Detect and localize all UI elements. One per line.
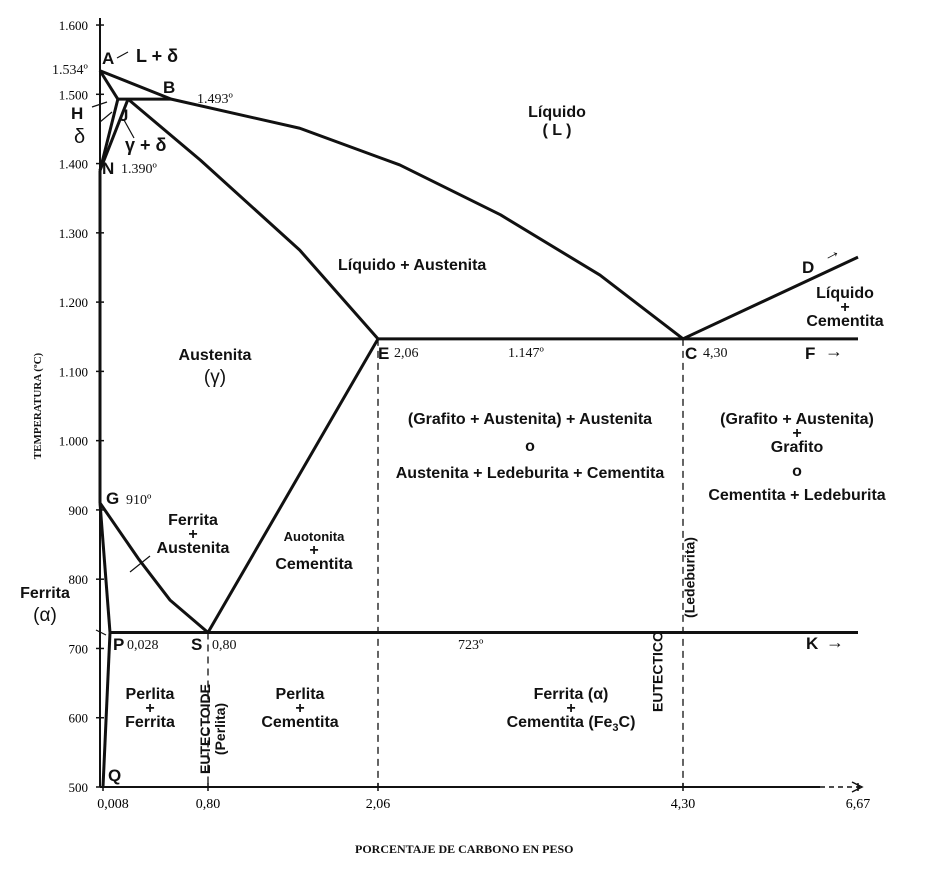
region-delta: δ bbox=[74, 126, 86, 148]
y-tick-label: 1.600 bbox=[59, 18, 88, 33]
temp-G: 910º bbox=[126, 493, 152, 508]
point-Q: Q bbox=[108, 766, 122, 785]
point-E: E bbox=[378, 344, 390, 363]
region-pearlite-ferrite: Perlita+Ferrita bbox=[125, 686, 175, 731]
y-tick-label: 900 bbox=[69, 503, 89, 518]
phase-boundary-PQ bbox=[101, 632, 112, 788]
value-P: 0,028 bbox=[127, 638, 159, 653]
point-K: K bbox=[806, 634, 819, 653]
y-tick-label: 600 bbox=[69, 711, 89, 726]
point-A: A bbox=[102, 49, 115, 68]
x-axis-label: PORCENTAJE DE CARBONO EN PESO bbox=[355, 842, 574, 856]
leader-line bbox=[95, 629, 107, 636]
region-austenite: Austenita(γ) bbox=[178, 347, 252, 388]
region-ferrite-austenite: Ferrita+Austenita bbox=[156, 512, 230, 557]
x-tick-label: 4,30 bbox=[671, 797, 696, 812]
region-liquid: Líquido( L ) bbox=[528, 104, 586, 139]
arrow-icon: → bbox=[826, 632, 844, 652]
phase-boundary-liquidus-CD bbox=[682, 255, 859, 341]
region-liquid-austenite: Líquido + Austenita bbox=[338, 257, 487, 274]
label-ledeburite: (Ledeburita) bbox=[681, 537, 698, 618]
point-H: H bbox=[71, 104, 84, 123]
x-tick-label: 2,06 bbox=[366, 797, 391, 812]
phase-boundary-GS bbox=[98, 502, 209, 634]
x-tick-label: 0,80 bbox=[196, 797, 221, 812]
y-axis-label: TEMPERATURA (ºC) bbox=[32, 352, 44, 460]
x-tick-label: 0,008 bbox=[97, 797, 129, 812]
phase-boundary-NH bbox=[98, 98, 120, 171]
point-B: B bbox=[163, 78, 176, 97]
value-S: 0,80 bbox=[212, 638, 237, 653]
region-pearlite-cementite: Perlita+Cementita bbox=[261, 686, 339, 731]
point-C: C bbox=[685, 344, 698, 363]
point-S: S bbox=[191, 635, 203, 654]
y-tick-label: 1.500 bbox=[59, 87, 88, 102]
point-F: F bbox=[805, 344, 816, 363]
label-eutectoid: EUTECTOIDE(Perlita) bbox=[197, 684, 228, 774]
leader-line bbox=[123, 119, 135, 139]
point-D: D bbox=[802, 258, 815, 277]
y-tick-label: 1.000 bbox=[59, 434, 88, 449]
temp-B: 1.493º bbox=[197, 92, 233, 107]
region-ferrite-cementite: Ferrita (α)+Cementita (Fe3C) bbox=[506, 686, 636, 735]
leader-line bbox=[99, 111, 113, 123]
point-N: N bbox=[102, 159, 115, 178]
temp-N: 1.390º bbox=[121, 162, 157, 177]
y-tick-label: 500 bbox=[69, 780, 89, 795]
phase-boundary-solidus-JE bbox=[127, 98, 380, 340]
y-tick-label: 800 bbox=[69, 572, 89, 587]
y-tick-label: 1.400 bbox=[59, 157, 88, 172]
value-C: 4,30 bbox=[703, 346, 728, 361]
region-liquid-cementite: Líquido+Cementita bbox=[806, 285, 884, 330]
phase-boundary-GP bbox=[98, 502, 112, 633]
temp-eutectoid: 723º bbox=[458, 638, 484, 653]
y-tick-label: 1.200 bbox=[59, 295, 88, 310]
leader-line bbox=[129, 555, 151, 573]
point-J: J bbox=[119, 106, 129, 125]
temp-eutectic: 1.147º bbox=[508, 346, 544, 361]
leader-line bbox=[91, 101, 108, 108]
x-tick-label: 6,67 bbox=[846, 797, 871, 812]
region-austenite-cementite: Auotonita+Cementita bbox=[275, 529, 353, 573]
phase-boundary-NJ bbox=[98, 98, 130, 172]
region-gamma-delta: γ + δ bbox=[125, 135, 167, 155]
leader-line bbox=[116, 51, 129, 59]
temp-A: 1.534º bbox=[52, 63, 88, 78]
y-tick-label: 1.100 bbox=[59, 364, 88, 379]
point-G: G bbox=[106, 489, 120, 508]
phase-boundary-SE bbox=[206, 338, 380, 634]
arrow-icon: → bbox=[825, 341, 843, 361]
phase-boundary-liquidus-AC bbox=[99, 69, 684, 341]
x-axis-arrow-icon bbox=[851, 781, 864, 793]
region-l-delta: L + δ bbox=[136, 46, 179, 66]
value-E: 2,06 bbox=[394, 346, 419, 361]
point-P: P bbox=[113, 635, 125, 654]
y-tick-label: 700 bbox=[69, 641, 89, 656]
y-tick-label: 1.300 bbox=[59, 226, 88, 241]
region-ferrite: Ferrita(α) bbox=[20, 585, 70, 626]
phase-boundary-AH bbox=[98, 69, 120, 100]
